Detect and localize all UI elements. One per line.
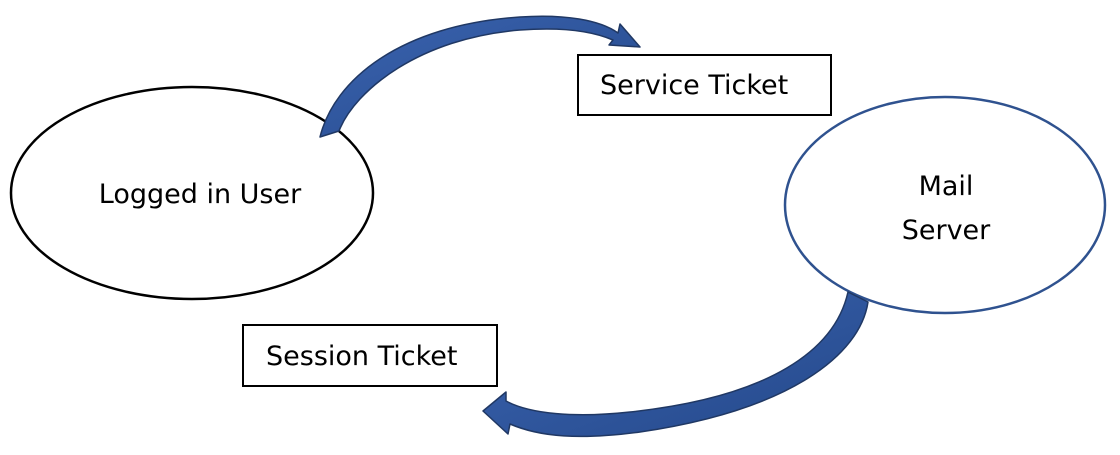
mail-server-label-line1: Mail — [918, 171, 974, 202]
logged-in-user-node — [9, 85, 375, 301]
session-ticket-box: Session Ticket — [242, 324, 498, 387]
arrow-mail-server-to-session-ticket — [482, 291, 869, 438]
mail-server-node — [783, 95, 1107, 315]
arrow-user-to-service-ticket — [319, 15, 641, 138]
mail-server-label-line2: Server — [901, 215, 991, 246]
service-ticket-label: Service Ticket — [600, 70, 789, 101]
session-ticket-label: Session Ticket — [266, 341, 458, 372]
logged-in-user-label: Logged in User — [98, 179, 302, 210]
service-ticket-box: Service Ticket — [577, 54, 832, 116]
